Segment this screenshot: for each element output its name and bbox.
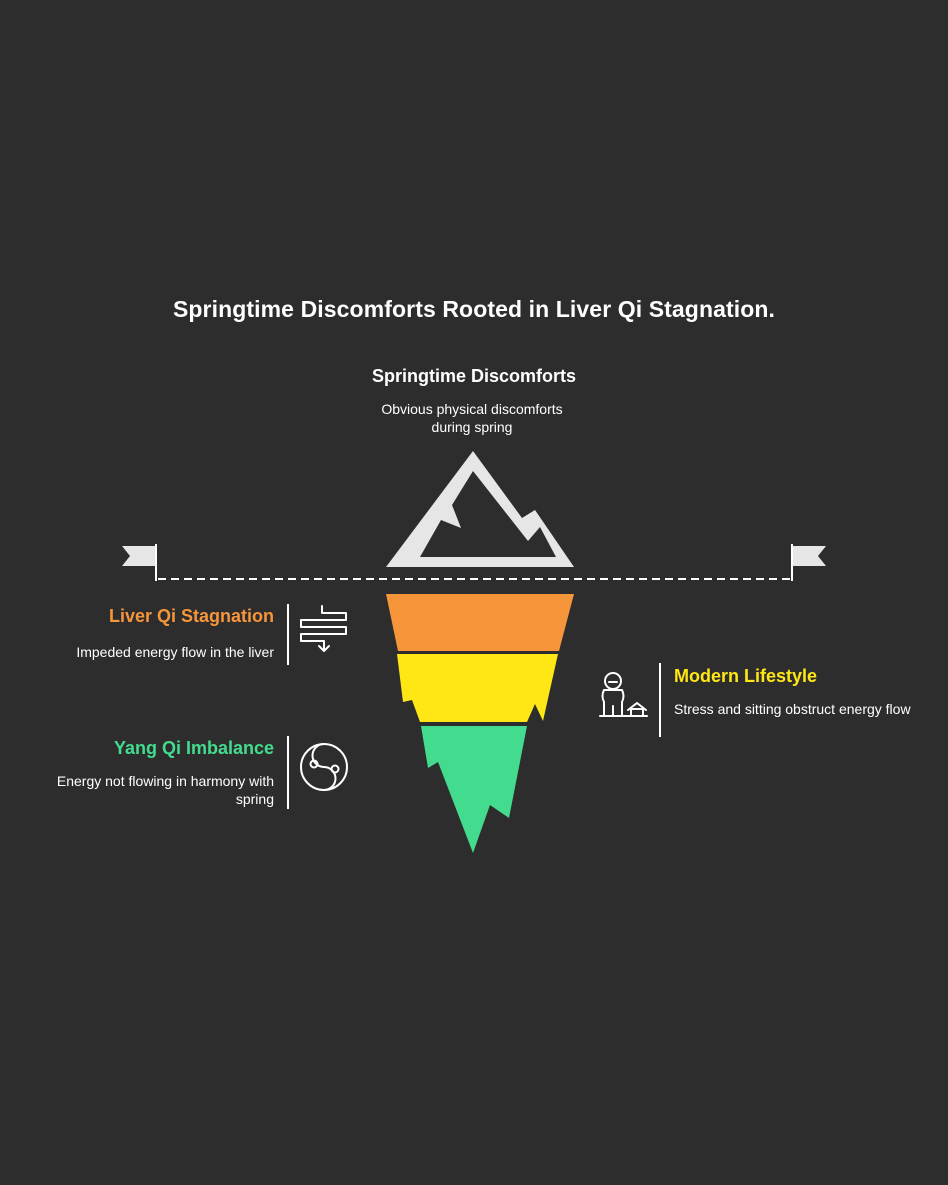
tip-label: Springtime Discomforts <box>371 366 577 386</box>
yin-yang-icon <box>300 743 348 791</box>
layer-label-yang-qi-imbalance: Yang Qi Imbalance <box>113 738 274 758</box>
layer-description-yang-qi-imbalance: Energy not flowing in harmony with sprin… <box>56 773 274 807</box>
diagram-title: Springtime Discomforts Rooted in Liver Q… <box>172 296 776 322</box>
separator-line <box>659 663 661 737</box>
layer-description-modern-lifestyle: Stress and sitting obstruct energy flow <box>674 701 911 717</box>
layer-modern-lifestyle <box>397 654 558 722</box>
tip-description: Obvious physical discomforts during spri… <box>381 401 563 435</box>
layer-label-liver-qi-stagnation: Liver Qi Stagnation <box>108 606 274 626</box>
layer-description-liver-qi-stagnation: Impeded energy flow in the liver <box>76 644 274 660</box>
right-flag-icon <box>791 544 826 581</box>
layer-label-modern-lifestyle: Modern Lifestyle <box>674 666 818 686</box>
separator-line <box>287 604 289 665</box>
intestine-flow-icon <box>300 605 347 652</box>
layer-yang-qi-imbalance <box>421 726 527 853</box>
separator-line <box>287 736 289 809</box>
person-house-icon <box>599 672 648 717</box>
left-flag-icon <box>122 544 157 581</box>
iceberg-tip <box>386 451 574 567</box>
layer-liver-qi-stagnation <box>386 594 574 651</box>
